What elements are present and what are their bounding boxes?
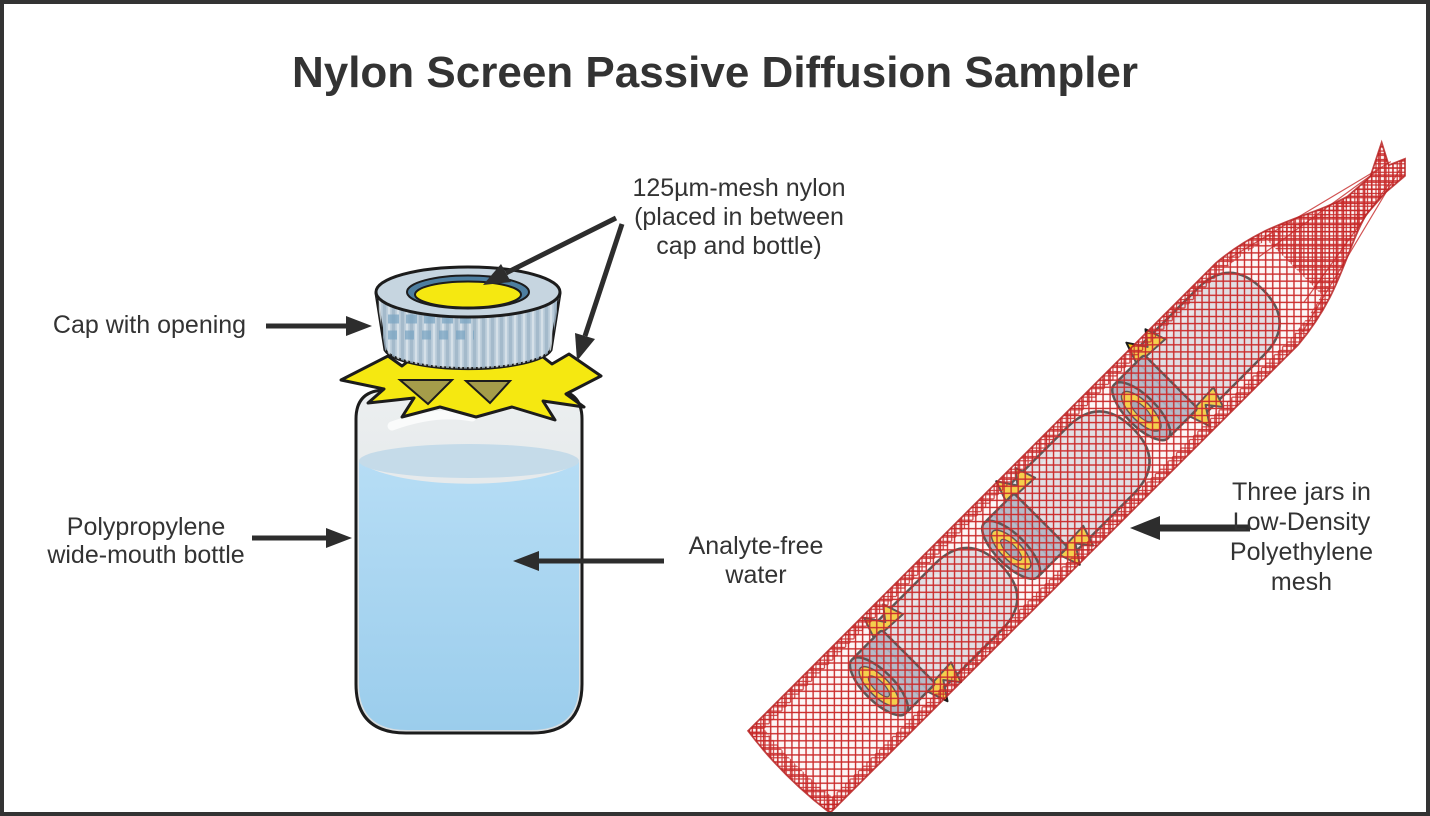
bottle-cap bbox=[374, 265, 562, 371]
diagram-title: Nylon Screen Passive Diffusion Sampler bbox=[291, 48, 1139, 97]
mesh-nylon-arrow-frill bbox=[575, 223, 625, 361]
label-mesh-nylon: 125µm-mesh nylon (placed in between cap … bbox=[589, 174, 889, 261]
frill-fold-shadow bbox=[397, 379, 455, 406]
label-line: water bbox=[725, 561, 787, 589]
label-line: Three jars in bbox=[1232, 478, 1371, 506]
bottle-highlight bbox=[387, 410, 477, 431]
water-surface bbox=[359, 444, 579, 478]
label-arrows bbox=[252, 215, 1250, 571]
jars-arrow bbox=[1130, 516, 1250, 540]
label-line: Low-Density bbox=[1232, 508, 1371, 536]
diagram-graphics bbox=[252, 139, 1406, 812]
label-line: Cap with opening bbox=[52, 311, 247, 339]
cap-arrow bbox=[266, 316, 372, 336]
mesh-nylon-arrow-opening bbox=[483, 215, 618, 285]
water-arrow bbox=[513, 551, 664, 571]
bottle-arrow bbox=[252, 528, 352, 548]
label-line: Analyte-free bbox=[688, 532, 824, 560]
label-line: Polyethylene bbox=[1229, 538, 1374, 566]
label-line: Polypropylene bbox=[66, 513, 226, 541]
label-line: 125µm-mesh nylon bbox=[632, 174, 846, 202]
label-line: mesh bbox=[1270, 568, 1333, 596]
label-line: (placed in between bbox=[634, 203, 844, 231]
ldpe-mesh-sleeve bbox=[746, 139, 1406, 812]
label-jars: Three jars in Low-Density Polyethylene m… bbox=[1184, 477, 1419, 597]
water-fill bbox=[359, 462, 579, 730]
frill-fold-shadow bbox=[463, 380, 513, 405]
label-water: Analyte-free water bbox=[642, 532, 870, 590]
label-cap: Cap with opening bbox=[32, 311, 267, 340]
label-line: wide-mouth bottle bbox=[47, 541, 245, 569]
bottle-illustration bbox=[339, 265, 603, 735]
mesh-sampler-illustration bbox=[746, 139, 1406, 812]
mesh-tail bbox=[1228, 142, 1405, 333]
label-line: cap and bottle) bbox=[656, 232, 822, 260]
label-bottle: Polypropylene wide-mouth bottle bbox=[16, 513, 276, 569]
cap-opening-mesh bbox=[414, 280, 522, 309]
